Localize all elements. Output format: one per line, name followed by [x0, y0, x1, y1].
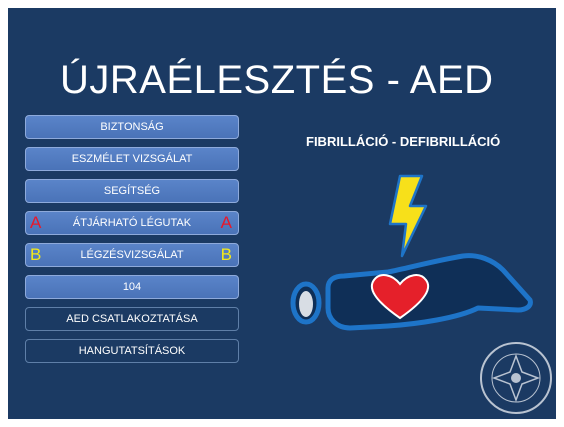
rescue-emblem-icon [480, 342, 552, 414]
menu-item-biztonsag[interactable]: BIZTONSÁG [25, 115, 239, 139]
menu-item-atjarhato-legutak[interactable]: A ÁTJÁRHATÓ LÉGUTAK A [25, 211, 239, 235]
slide-title: ÚJRAÉLESZTÉS - AED [60, 58, 494, 102]
menu-item-label: HANGUTATSÍTÁSOK [78, 345, 186, 357]
heart-icon [370, 274, 430, 320]
section-subtitle: FIBRILLÁCIÓ - DEFIBRILLÁCIÓ [306, 134, 501, 149]
marker-b-left: B [30, 245, 42, 264]
menu-item-label: ESZMÉLET VIZSGÁLAT [71, 153, 193, 165]
menu-item-label: SEGÍTSÉG [103, 185, 161, 197]
marker-a-right: A [220, 213, 232, 232]
marker-b-right: B [220, 245, 232, 264]
menu-item-label: ÁTJÁRHATÓ LÉGUTAK [72, 217, 192, 229]
menu-item-segitseg[interactable]: SEGÍTSÉG [25, 179, 239, 203]
lightning-bolt-icon [388, 174, 428, 258]
slide: ÚJRAÉLESZTÉS - AED BIZTONSÁG ESZMÉLET VI… [8, 8, 556, 419]
menu-item-label: LÉGZÉSVIZSGÁLAT [80, 249, 184, 261]
menu-item-label: BIZTONSÁG [100, 121, 164, 133]
menu-item-label: 104 [122, 281, 142, 293]
body-outline-icon [325, 253, 533, 331]
menu-item-104[interactable]: 104 [25, 275, 239, 299]
head-icon [290, 281, 322, 325]
menu-item-label: AED CSATLAKOZTATÁSA [66, 313, 198, 325]
menu-item-legzesvizsgalat[interactable]: B LÉGZÉSVIZSGÁLAT B [25, 243, 239, 267]
menu-item-aed-csatlakoztatasa[interactable]: AED CSATLAKOZTATÁSA [25, 307, 239, 331]
defibrillation-illustration [290, 174, 533, 331]
menu-item-hangutatsitasok[interactable]: HANGUTATSÍTÁSOK [25, 339, 239, 363]
menu-item-eszmelet-vizsgalat[interactable]: ESZMÉLET VIZSGÁLAT [25, 147, 239, 171]
marker-a-left: A [30, 213, 42, 232]
